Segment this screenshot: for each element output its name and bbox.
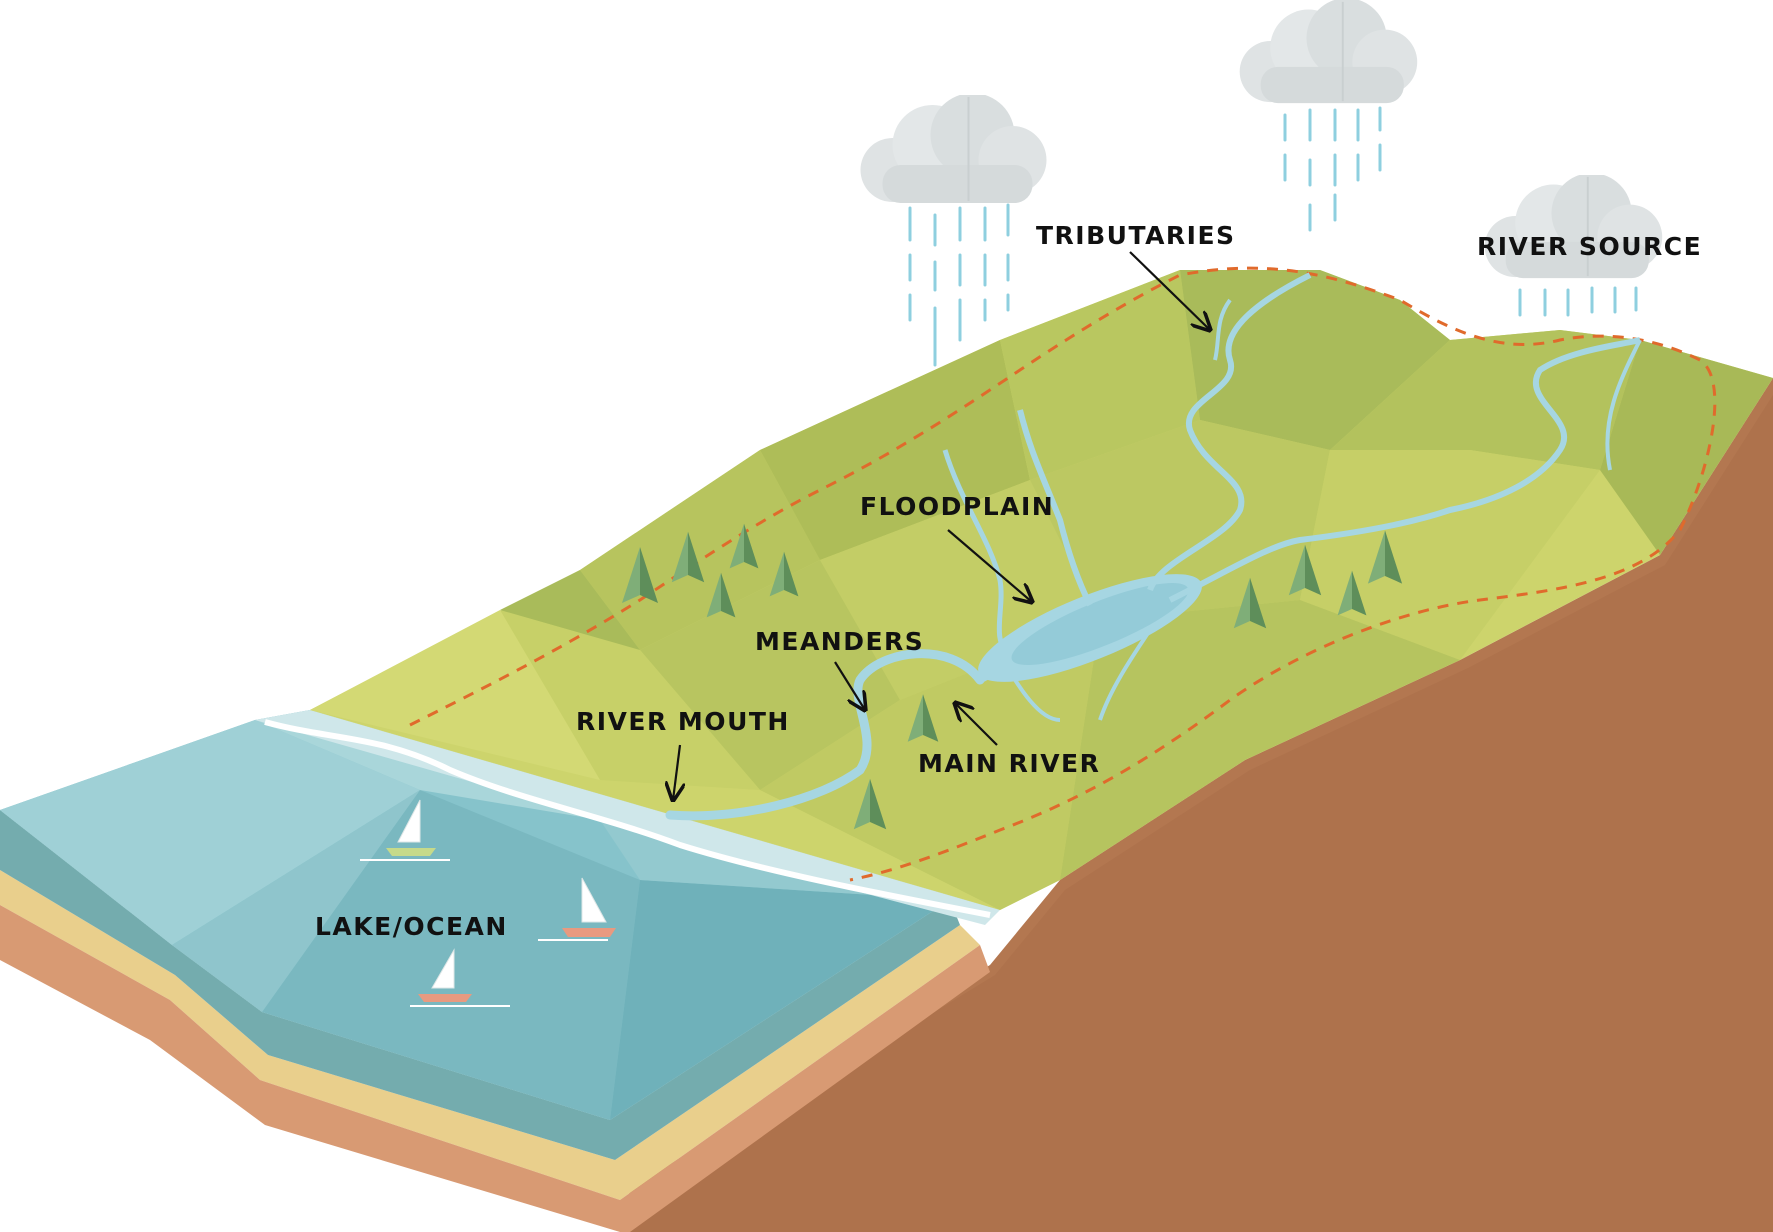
- rain-cloud-right: [1483, 175, 1664, 317]
- sailboat-icon: [410, 948, 510, 1007]
- tributary: [1213, 298, 1232, 361]
- main-river: [665, 649, 985, 821]
- tributary: [942, 449, 1012, 657]
- river-network: [665, 272, 1642, 821]
- tributary: [998, 654, 1061, 722]
- tributary: [1098, 628, 1152, 721]
- river-mouth-arrow: [673, 744, 680, 800]
- label-arrows: [673, 251, 1210, 800]
- tributary: [1017, 409, 1093, 607]
- label-river-mouth: RIVER MOUTH: [576, 707, 790, 736]
- rain-cloud-icon: [1238, 0, 1419, 105]
- sand-layer: [0, 870, 990, 1232]
- rain-cloud-icon: [859, 95, 1048, 205]
- rain-cloud-icon: [1483, 175, 1664, 280]
- tributaries-arrow: [1129, 251, 1210, 330]
- watershed-boundary: [409, 266, 1717, 882]
- rain-cloud-center: [1238, 0, 1419, 232]
- diagram-labels: TRIBUTARIES RIVER SOURCE FLOODPLAIN MEAN…: [315, 221, 1702, 941]
- label-meanders: MEANDERS: [755, 627, 924, 656]
- sailboat-icon: [538, 877, 616, 941]
- floodplain-arrow: [947, 529, 1032, 602]
- rain-cloud-left: [859, 95, 1048, 367]
- beach-surf: [255, 710, 1000, 925]
- water-side-face: [0, 810, 960, 1160]
- label-tributaries: TRIBUTARIES: [1036, 221, 1236, 250]
- land-surface: [310, 270, 1773, 910]
- label-floodplain: FLOODPLAIN: [860, 492, 1054, 521]
- main-river-arrow: [955, 703, 998, 746]
- meanders-arrow: [834, 661, 865, 710]
- sailboat-icon: [360, 799, 450, 861]
- label-main-river: MAIN RIVER: [918, 749, 1100, 778]
- label-lake-ocean: LAKE/OCEAN: [315, 912, 508, 941]
- label-river-source: RIVER SOURCE: [1477, 232, 1702, 261]
- tributary: [1147, 272, 1312, 592]
- sailboats: [360, 799, 616, 1007]
